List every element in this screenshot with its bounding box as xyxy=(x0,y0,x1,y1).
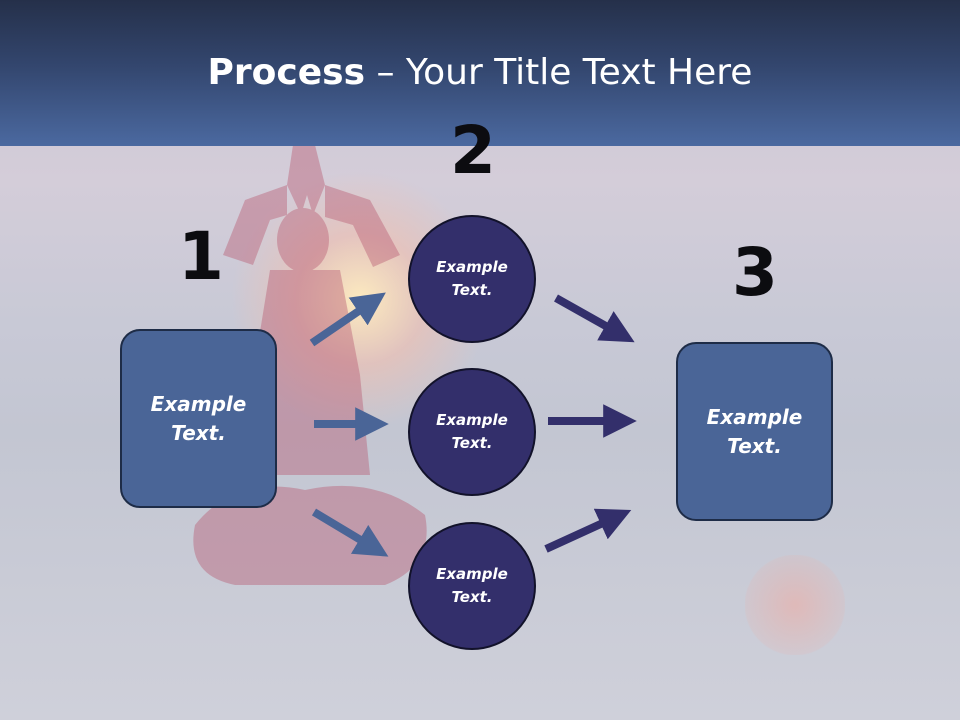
arrow-bottom-to-3 xyxy=(544,508,632,553)
step-1-box[interactable]: Example Text. xyxy=(120,329,277,508)
lens-flare xyxy=(745,555,845,655)
title-bold: Process xyxy=(207,52,366,93)
step-number-2: 2 xyxy=(450,112,496,189)
yoga-silhouette xyxy=(193,145,427,585)
step-2-circle-top[interactable]: Example Text. xyxy=(408,215,536,343)
step-3-box[interactable]: Example Text. xyxy=(676,342,833,521)
slide-title: Process – Your Title Text Here xyxy=(0,52,960,93)
arrow-1-to-bottom xyxy=(311,508,389,557)
step-2-circle-bottom-text: Example Text. xyxy=(436,564,508,606)
title-bar: Process – Your Title Text Here xyxy=(0,0,960,146)
arrow-top-to-3 xyxy=(554,294,635,343)
step-3-text: Example Text. xyxy=(706,404,803,458)
step-1-text: Example Text. xyxy=(150,391,247,445)
step-number-3: 3 xyxy=(732,234,778,311)
arrow-1-to-top xyxy=(309,292,386,347)
step-2-circle-middle[interactable]: Example Text. xyxy=(408,368,536,496)
step-2-circle-bottom[interactable]: Example Text. xyxy=(408,522,536,650)
step-number-1: 1 xyxy=(178,218,224,295)
step-2-circle-top-text: Example Text. xyxy=(436,257,508,299)
step-2-circle-middle-text: Example Text. xyxy=(436,410,508,452)
title-rest: – Your Title Text Here xyxy=(365,52,753,93)
